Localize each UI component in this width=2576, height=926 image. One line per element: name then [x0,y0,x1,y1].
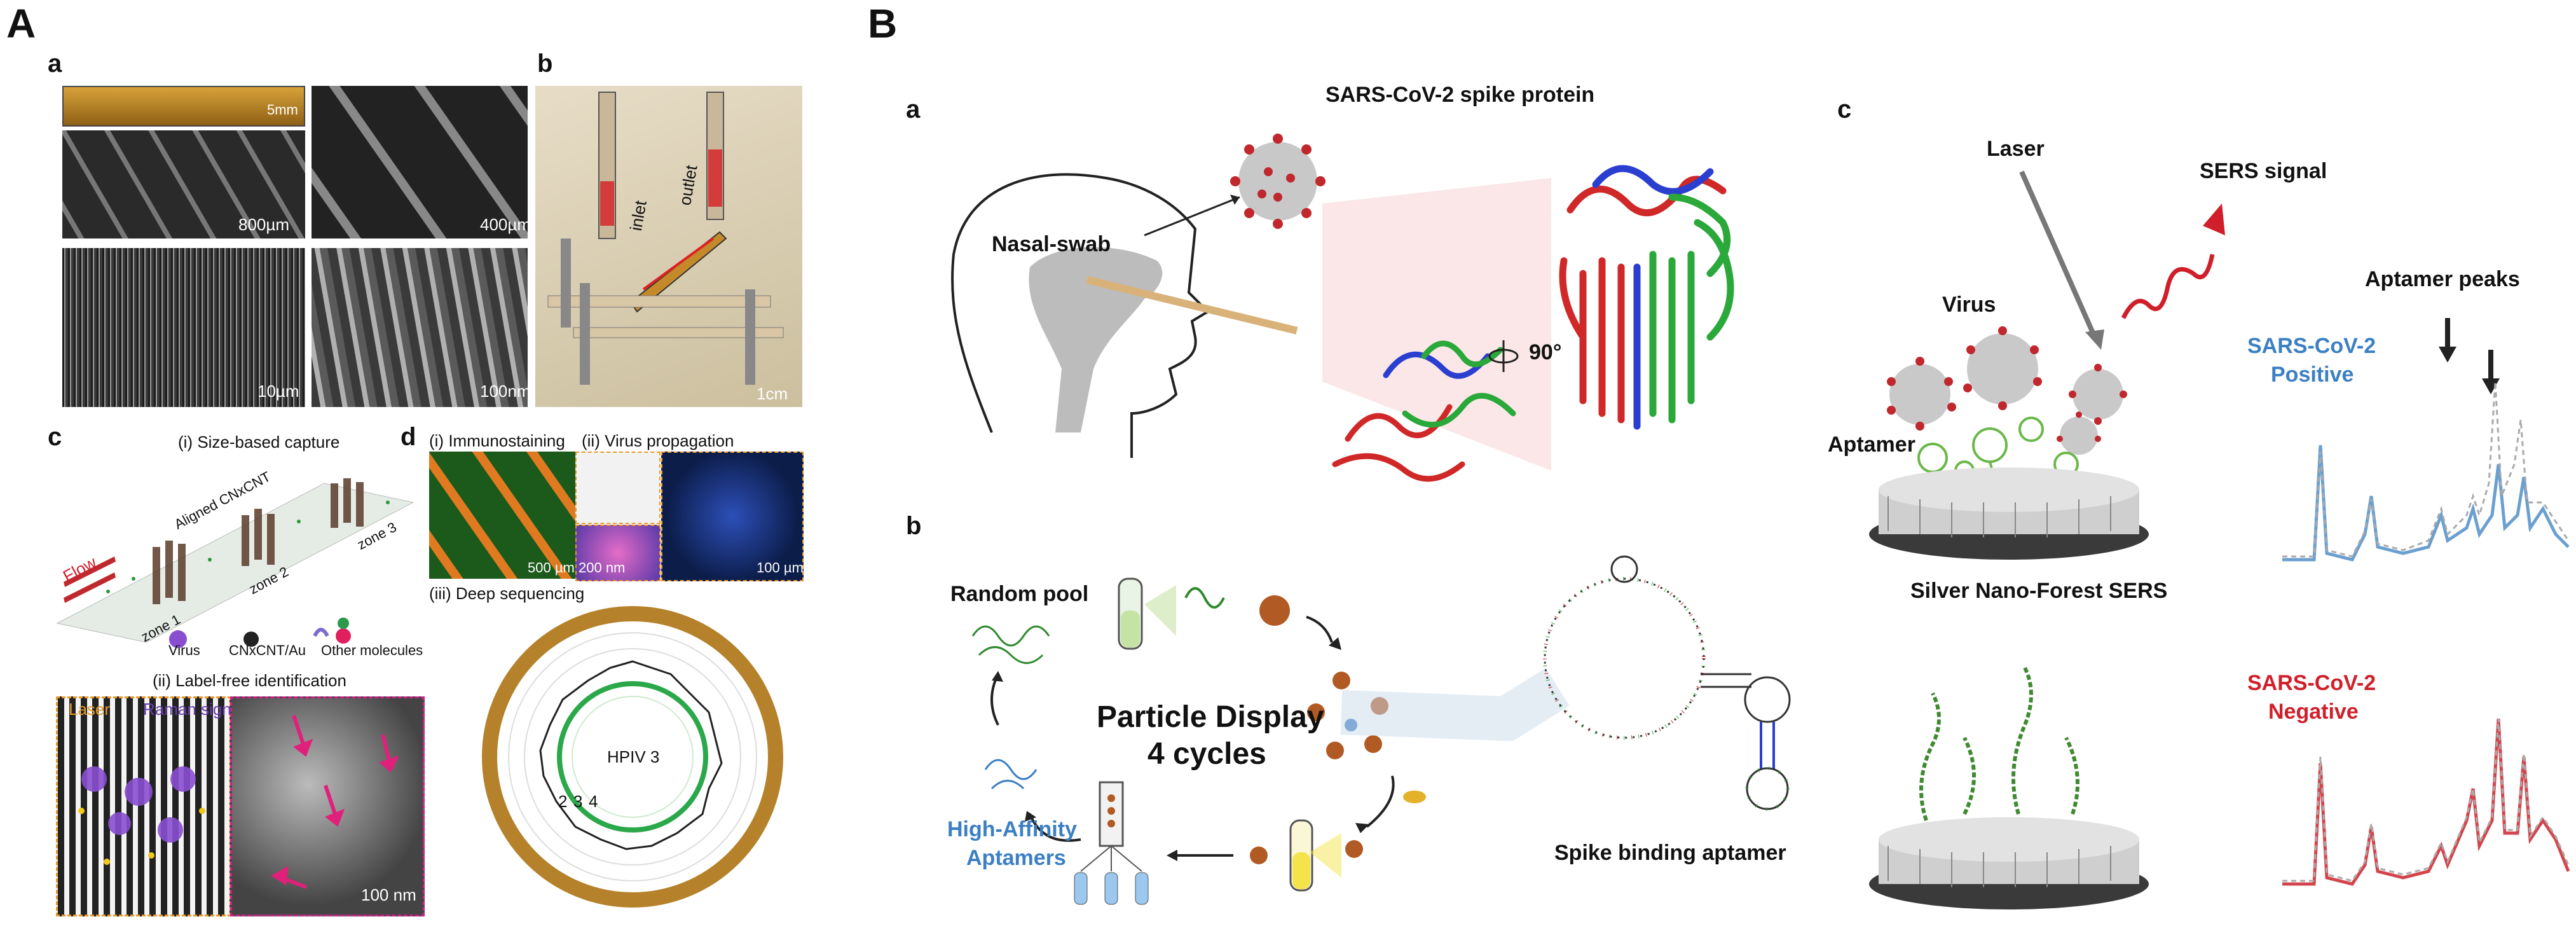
scale-5mm: 5mm [267,102,298,118]
silver-nanoforest-label: Silver Nano-Forest SERS [1910,579,2168,603]
rotate-90-label: 90° [1529,340,1562,364]
aptamer-structure [1543,555,1791,811]
virus-label-c: Virus [1942,293,1996,317]
virus-prop-schematic [575,452,661,524]
laser-beam [2019,170,2104,350]
panel-B-label: B [868,1,898,46]
virus-prop-tem [575,525,661,581]
positive-spectrum [2282,381,2570,562]
label-free-title: (ii) Label-free identification [153,671,346,690]
sem-zigzag-high [312,86,528,238]
immuno-image [429,452,575,579]
hpiv3-label: HPIV 3 [607,747,660,766]
scale-800: 800µm [238,215,290,234]
raman-viruses [78,766,205,865]
positive-label-1: SARS-CoV-2 [2247,334,2376,358]
subpanel-Ba-label: a [906,95,921,123]
virus-propagation-title: (ii) Virus propagation [582,431,734,450]
rotate-symbol [1488,340,1519,372]
aptamer-label-c: Aptamer [1828,432,1915,457]
sem-cnt-closeup [312,248,528,407]
subpanel-c-label: c [48,423,62,451]
subpanel-Bc-label: c [1837,95,1852,123]
immunostaining-title: (i) Immunostaining [429,431,565,450]
positive-label-2: Positive [2271,363,2354,387]
negative-spectrum [2282,718,2570,886]
laser-label-a: Laser [69,700,111,719]
spike-binding-aptamer-label: Spike binding aptamer [1554,841,1786,865]
virus-prop-sem [661,452,804,581]
raman-illustration [56,696,231,916]
scale-10um: 10µm [257,382,299,401]
scale-500: 500 µm [528,560,575,576]
virion-large [1230,134,1326,229]
negative-label-2: Negative [2268,700,2359,724]
capture-channel-drawing [56,478,414,648]
legend-virus: Virus [168,642,200,658]
high-affinity-label-2: Aptamers [966,846,1066,870]
ring-4: 4 [589,792,598,811]
sers-positive-substrate [1869,326,2149,560]
spike-protein-title: SARS-CoV-2 spike protein [1326,83,1595,107]
circos-plot [482,606,783,908]
random-pool-label: Random pool [950,582,1089,606]
device-drawing [547,92,784,385]
scale-100um: 100 µm [757,560,804,576]
deep-sequencing-title: (iii) Deep sequencing [429,584,585,603]
particle-display-title: Particle Display [1097,700,1324,734]
subpanel-a-label: a [48,50,62,78]
ring-3: 3 [573,792,583,811]
sem-cnt-forest [62,248,305,407]
sers-signal-arrow [2121,204,2225,319]
legend-cnt: CNxCNT/Au [229,642,306,658]
sers-negative-substrate [1869,667,2149,909]
scale-100nm-a: 100nm [480,382,531,401]
high-affinity-label-1: High-Affinity [947,817,1077,841]
head-drawing [951,173,1298,458]
sers-signal-label: SERS signal [2200,159,2327,183]
spike-protein-large [1559,165,1734,430]
spike-protein-small [1332,340,1516,482]
scale-1cm: 1cm [757,384,788,403]
tem-arrows [271,715,399,889]
selection-cycle-drawing [971,577,1570,905]
chip-photo [62,86,305,127]
nasal-swab-label: Nasal-swab [992,232,1111,256]
subpanel-Bb-label: b [906,512,922,540]
laser-label-c: Laser [1987,137,2045,161]
subpanel-b-label: b [537,50,553,78]
panel-A-label: A [6,1,36,46]
subpanel-d-label: d [401,423,416,451]
ring-2: 2 [558,792,568,811]
scale-100nm-c: 100 nm [361,885,416,904]
peak-arrows [2439,318,2500,394]
legend-other: Other molecules [321,642,423,658]
tem-image [230,696,425,916]
size-based-capture-title: (i) Size-based capture [178,432,340,452]
raman-signal-label: Raman signal [143,700,244,719]
scale-400: 400µm [480,215,531,234]
sem-zigzag-low [62,130,305,238]
negative-label-1: SARS-CoV-2 [2247,671,2376,695]
scale-200nm: 200 nm [579,560,626,576]
aptamer-peaks-label: Aptamer peaks [2365,267,2520,291]
particle-display-cycles: 4 cycles [1148,737,1266,771]
